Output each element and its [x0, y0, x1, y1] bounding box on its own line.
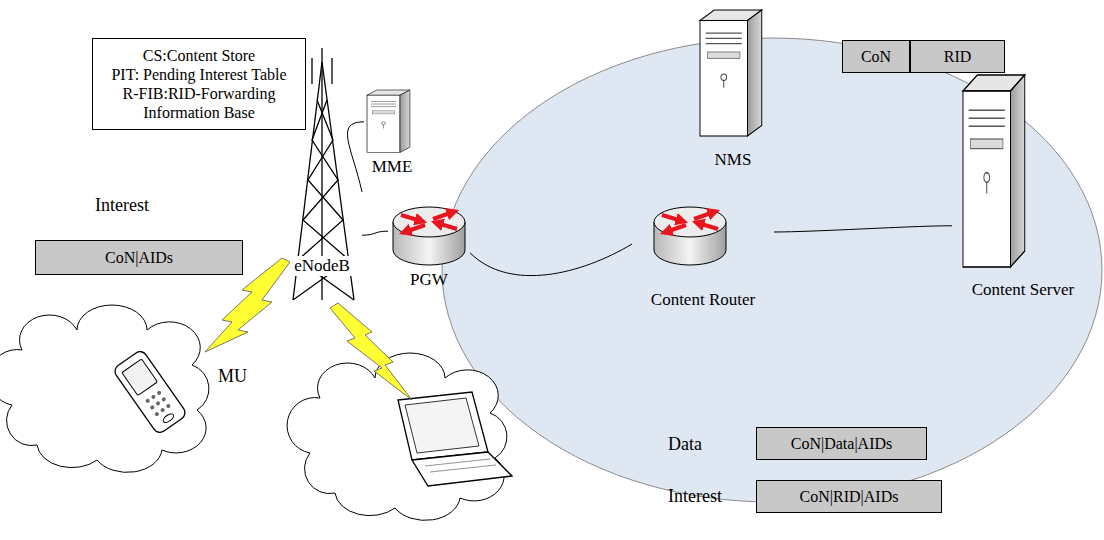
nms-server: NMS — [688, 5, 778, 170]
network-link — [347, 122, 364, 192]
packet-field: CoN — [842, 40, 910, 73]
message-label: Data — [668, 434, 702, 456]
legend-line: CS:Content Store — [143, 46, 255, 65]
packet-field: RID — [910, 40, 1005, 73]
network-link — [362, 231, 388, 235]
node-label: PGW — [410, 270, 448, 290]
legend-line: R-FIB:RID-Forwarding Information Base — [101, 84, 297, 122]
message-label: Interest — [95, 195, 149, 217]
packet-text: CoN|AIDs — [99, 248, 179, 267]
legend-line: PIT: Pending Interest Table — [111, 65, 286, 84]
node-label: NMS — [715, 150, 752, 170]
message-label: Interest — [668, 486, 722, 508]
packet-box: CoN|AIDs — [35, 240, 243, 275]
pgw-router: PGW — [388, 192, 470, 290]
enodeb-tower: eNodeB — [282, 60, 362, 300]
mme-server: MME — [364, 85, 420, 177]
content-router: Content Router — [632, 190, 774, 310]
node-label: Content Server — [972, 280, 1074, 300]
packet-box: CoN|RID|AIDs — [756, 480, 942, 513]
node-label: eNodeB — [292, 256, 352, 276]
packet-box: CoN|Data|AIDs — [756, 427, 927, 460]
packet-text: CoN|Data|AIDs — [785, 434, 899, 453]
network-link — [470, 244, 632, 276]
legend-box: CS:Content StorePIT: Pending Interest Ta… — [92, 38, 306, 130]
node-label: MME — [372, 157, 413, 177]
node-label: Content Router — [651, 290, 755, 310]
group-label: MU — [218, 366, 247, 388]
packet-text: CoN — [855, 47, 897, 66]
packet-text: CoN|RID|AIDs — [794, 487, 905, 506]
packet-text: RID — [938, 47, 978, 66]
content-server: Content Server — [952, 68, 1094, 300]
network-link — [774, 226, 952, 232]
